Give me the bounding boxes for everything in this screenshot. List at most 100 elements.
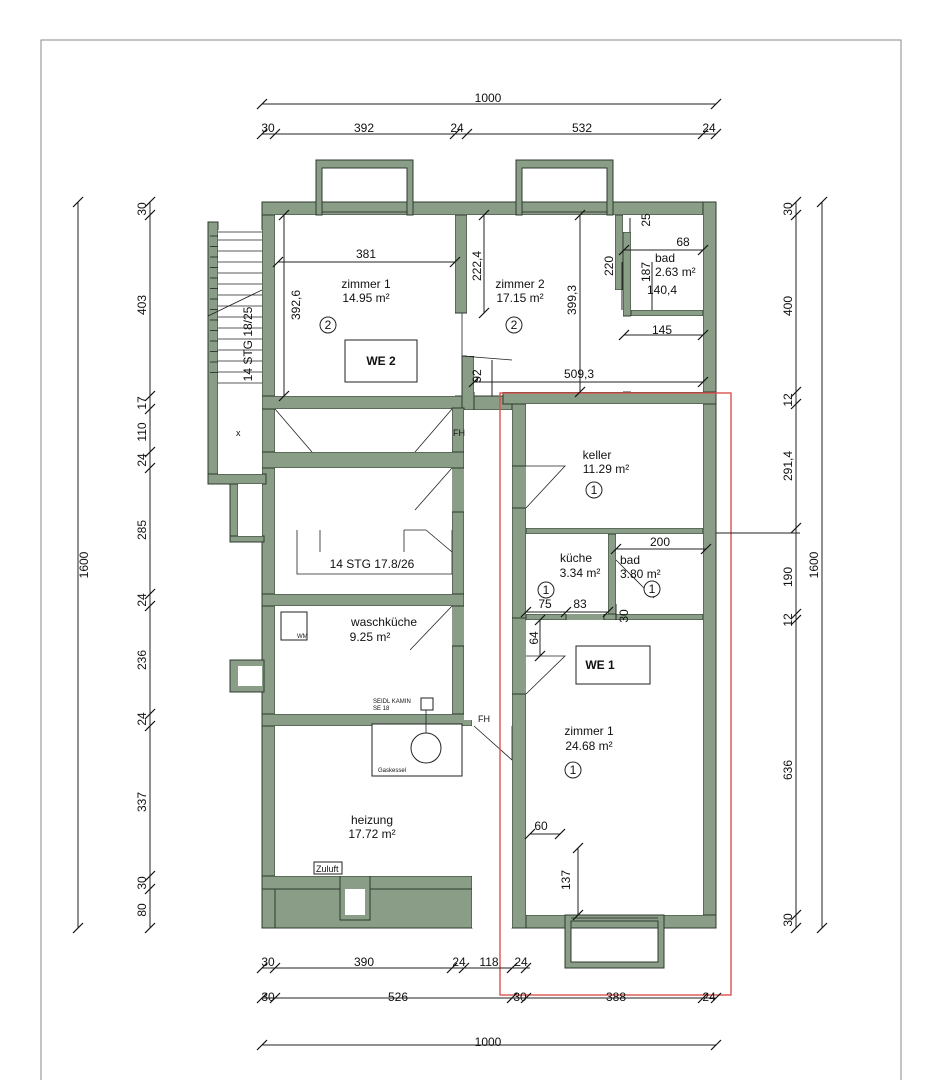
doors (274, 313, 655, 761)
dim-75: 75 (538, 597, 552, 611)
dimension-tick (610, 543, 622, 555)
dimension-tick (506, 962, 518, 974)
dim-right-190: 190 (781, 567, 795, 587)
dimension-tick (790, 196, 802, 208)
room-name-zimmer1-we2: zimmer 1 (341, 277, 391, 291)
room-name-keller: keller (583, 448, 612, 462)
dimension-tick (144, 209, 156, 221)
dimension-tick (269, 128, 281, 140)
dimension-tick (144, 708, 156, 720)
dimension-tick (710, 992, 722, 1004)
dimension-tick (790, 386, 802, 398)
window-bays (315, 159, 665, 969)
dim-top-24a: 24 (450, 121, 464, 135)
dimension-tick (534, 614, 546, 626)
dim-92: 92 (470, 369, 484, 383)
zuluft-box (313, 861, 343, 875)
room-area-bad-we1: 3.80 m² (620, 567, 661, 581)
kamin-label-2: SE 18 (373, 706, 390, 712)
room-area-waschkueche: 9.25 m² (350, 630, 391, 644)
dimension-tick (458, 962, 470, 974)
dimension-tick (816, 922, 828, 934)
dimension-tick (449, 128, 461, 140)
unit-marker-circle (564, 761, 582, 779)
dimension-tick (144, 600, 156, 612)
dimension-tick (618, 329, 630, 341)
room-name-waschkueche: waschküche (350, 615, 417, 629)
dimension-tick (697, 128, 709, 140)
dim-left-17: 17 (135, 396, 149, 410)
dim-60: 60 (534, 819, 548, 833)
dimension-tick (278, 390, 290, 402)
unit-marker-zimmer2-we2: 2 (511, 318, 518, 332)
we2-label: WE 2 (366, 354, 396, 368)
dimension-tick (144, 446, 156, 458)
dimension-tick (790, 909, 802, 921)
dimension-tick (710, 1039, 722, 1051)
dimension-tick (144, 462, 156, 474)
dim-200: 200 (650, 535, 670, 549)
unit-marker-bad-we1: 1 (649, 582, 656, 596)
unit-marker-keller: 1 (591, 483, 598, 497)
dim-145: 145 (652, 323, 672, 337)
dimension-tick (574, 209, 586, 221)
dim-left-110: 110 (135, 422, 149, 441)
room-name-bad-we2: bad (655, 251, 675, 265)
dim-left-30b: 30 (135, 876, 149, 890)
room-name-zimmer2-we2: zimmer 2 (495, 277, 545, 291)
dimension-tick (269, 962, 281, 974)
washing-machine (280, 611, 308, 641)
dim-left-total: 1600 (77, 551, 91, 578)
dimension-tick (572, 842, 584, 854)
dim-bot-24a: 24 (452, 955, 466, 969)
dim-right-636: 636 (781, 760, 795, 780)
gaskessel-label: Gaskessel (378, 768, 406, 774)
dim-left-24b: 24 (135, 593, 149, 607)
dimension-tick (256, 1039, 268, 1051)
dimension-tick (560, 606, 572, 618)
dimension-ticks (72, 98, 828, 1051)
unit-marker-zimmer1-we2: 2 (325, 318, 332, 332)
dim-top-392: 392 (354, 121, 374, 135)
dim-right-total: 1600 (807, 551, 821, 578)
dim-3993: 399,3 (565, 285, 579, 315)
room-area-zimmer1-we2: 14.95 m² (342, 291, 389, 305)
dim-30-inner: 30 (617, 609, 631, 623)
wm-label: WM (297, 634, 308, 640)
dimension-lines (77, 103, 823, 1046)
boiler (280, 611, 463, 875)
stair-label-interior: 14 STG 17.8/26 (330, 557, 415, 571)
dim-2224: 222,4 (470, 251, 484, 281)
dim-bot-30a: 30 (261, 955, 275, 969)
fh-label-upper: FH (453, 428, 465, 438)
dim-bot-526: 526 (388, 990, 408, 1004)
we1-highlight-frame (499, 392, 732, 996)
dim-bot-388: 388 (606, 990, 626, 1004)
dimension-tick (272, 256, 284, 268)
unit-marker-zimmer1-we1: 1 (570, 763, 577, 777)
interior-staircase (296, 529, 453, 575)
x-mark: x (236, 428, 241, 438)
dimension-tick (697, 992, 709, 1004)
unit-marker-kueche: 1 (543, 583, 550, 597)
dimension-tick (256, 128, 268, 140)
dimension-tick (534, 650, 546, 662)
dimension-tick (278, 209, 290, 221)
dimension-tick (256, 98, 268, 110)
dim-right-30b: 30 (781, 913, 795, 927)
dim-top-30: 30 (261, 121, 275, 135)
dim-220: 220 (602, 256, 616, 276)
dimension-tick (700, 543, 712, 555)
dimension-tick (618, 244, 630, 256)
unit-marker-circle (537, 581, 555, 599)
sheet-border (40, 39, 902, 1080)
dimension-tick (468, 376, 480, 388)
dim-5093: 509,3 (564, 367, 594, 381)
dim-right-12a: 12 (781, 393, 795, 407)
dimension-tick (144, 922, 156, 934)
dimension-tick (790, 608, 802, 620)
dimension-tick (697, 244, 709, 256)
dim-right-2914: 291,4 (781, 451, 795, 481)
dim-left-24a: 24 (135, 453, 149, 467)
